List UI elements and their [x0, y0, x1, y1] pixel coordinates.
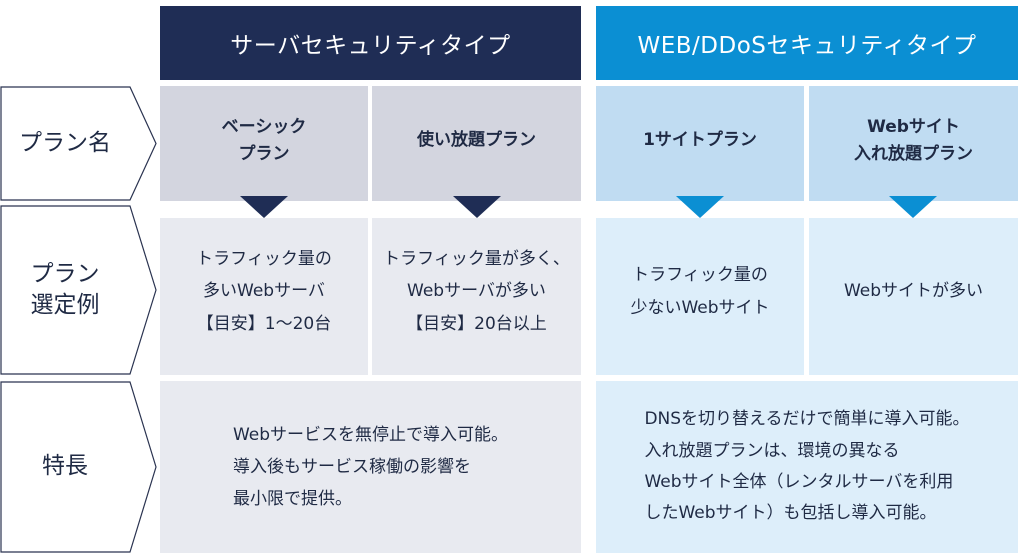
header-server-security-type: サーバセキュリティタイプ	[160, 6, 581, 80]
down-arrow-icon	[889, 196, 937, 218]
example-basic: トラフィック量の 多いWebサーバ 【目安】1〜20台	[160, 218, 368, 375]
row-label-text: プラン名	[19, 129, 111, 156]
plan-web-unlimited-label: Webサイト 入れ放題プラン	[854, 117, 973, 164]
chevron-arrow-shape	[0, 205, 157, 375]
example-unlimited: トラフィック量が多く、 Webサーバが多い 【目安】20台以上	[372, 218, 581, 375]
down-arrow-icon	[240, 196, 288, 218]
row-label-text: 特長	[42, 453, 88, 480]
example-unlimited-text: トラフィック量が多く、 Webサーバが多い 【目安】20台以上	[383, 249, 570, 334]
plan-unlimited-label: 使い放題プラン	[417, 130, 536, 151]
row-label-plan-name: プラン名	[0, 86, 158, 201]
down-arrow-icon	[676, 196, 724, 218]
plan-one-site: 1サイトプラン	[596, 86, 804, 201]
features-server: Webサービスを無停止で導入可能。 導入後もサービス稼働の影響を 最小限で提供。	[160, 381, 581, 553]
features-server-text: Webサービスを無停止で導入可能。 導入後もサービス稼働の影響を 最小限で提供。	[232, 424, 509, 510]
example-web-unlimited-text: Webサイトが多い	[843, 281, 984, 302]
example-one-site-text: トラフィック量の 少ないWebサイト	[630, 265, 770, 318]
row-label-text: プラン 選定例	[30, 260, 100, 318]
plan-basic: ベーシック プラン	[160, 86, 368, 201]
features-web: DNSを切り替えるだけで簡単に導入可能。 入れ放題プランは、環境の異なる Web…	[596, 381, 1018, 553]
row-label-example: プラン 選定例	[0, 205, 158, 375]
example-basic-text: トラフィック量の 多いWebサーバ 【目安】1〜20台	[196, 249, 332, 334]
plan-one-site-label: 1サイトプラン	[643, 130, 757, 151]
plan-basic-label: ベーシック プラン	[221, 117, 307, 164]
header-web-ddos-security-type: WEB/DDoSセキュリティタイプ	[596, 6, 1018, 80]
features-web-text: DNSを切り替えるだけで簡単に導入可能。 入れ放題プランは、環境の異なる Web…	[644, 409, 970, 524]
chevron-arrow-shape	[0, 381, 157, 553]
plan-web-unlimited: Webサイト 入れ放題プラン	[809, 86, 1018, 201]
example-one-site: トラフィック量の 少ないWebサイト	[596, 218, 804, 375]
example-web-unlimited: Webサイトが多い	[809, 218, 1018, 375]
chevron-arrow-shape	[0, 86, 157, 201]
row-label-features: 特長	[0, 381, 158, 553]
plan-unlimited: 使い放題プラン	[372, 86, 581, 201]
down-arrow-icon	[453, 196, 501, 218]
